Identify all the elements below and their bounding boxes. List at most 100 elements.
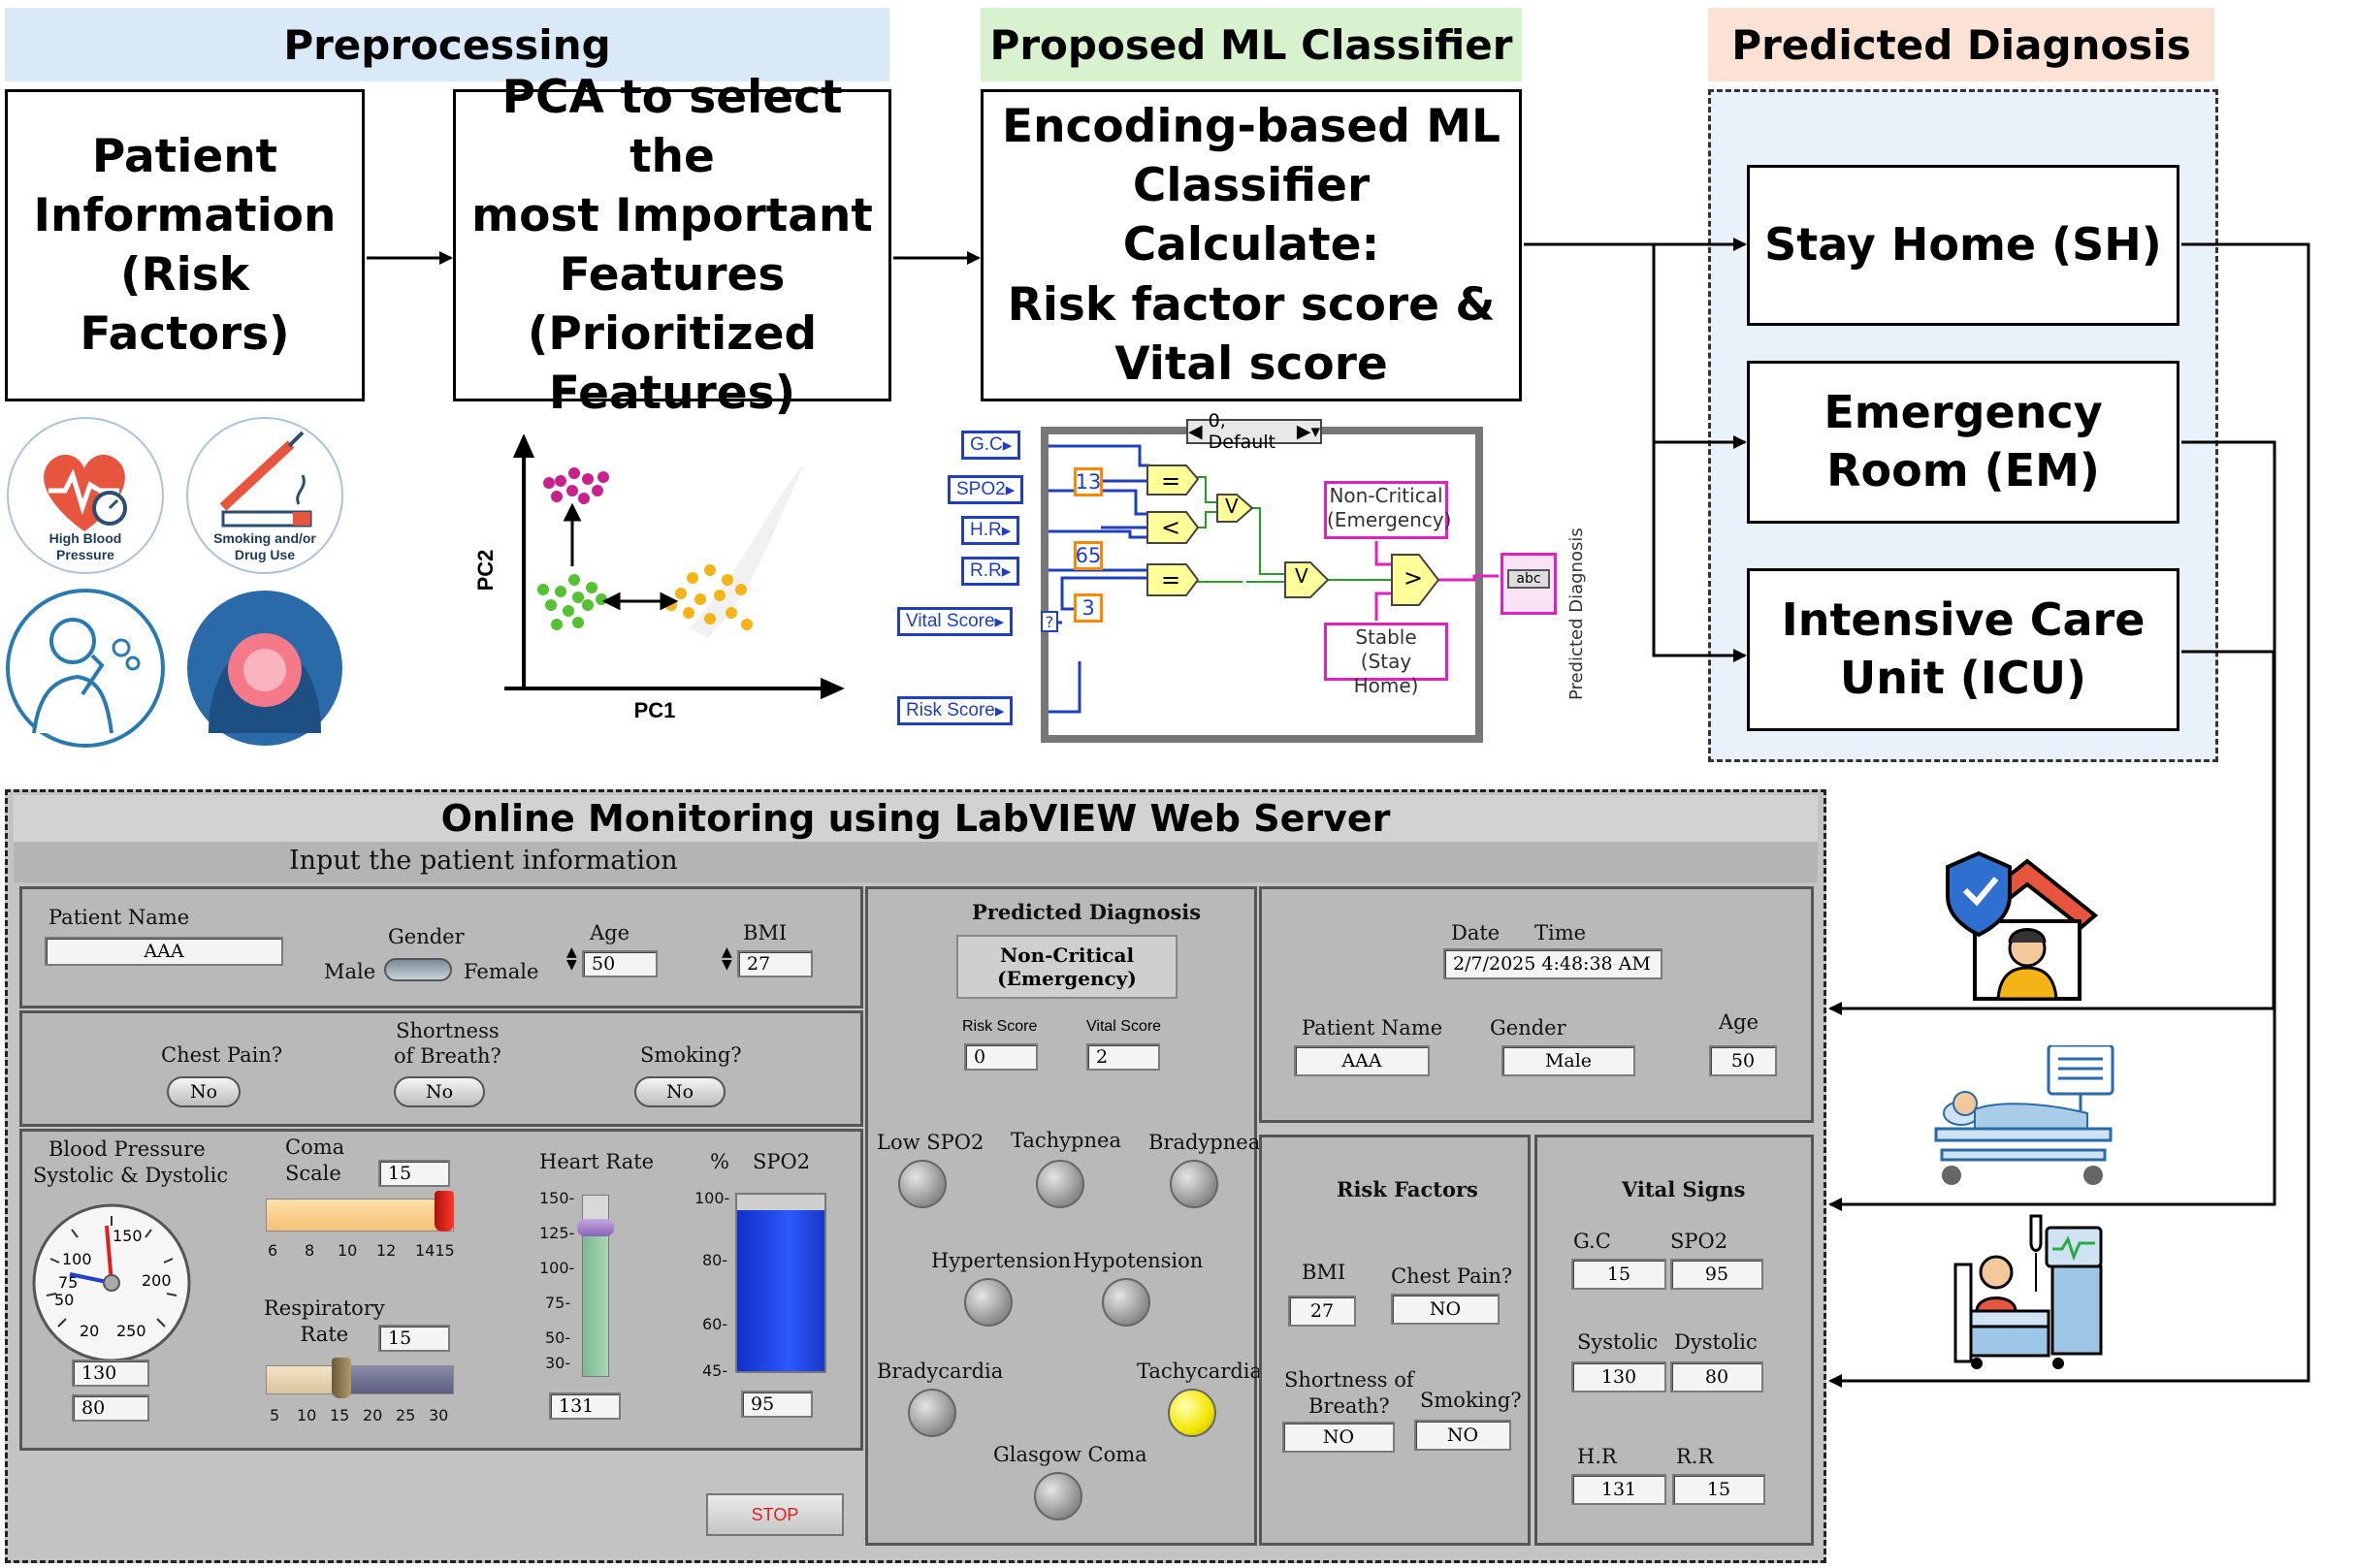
terminal-hr[interactable]: H.R▸ — [961, 516, 1020, 545]
heart-rate-input[interactable]: 131 — [549, 1392, 621, 1420]
predicted-diagnosis-vertical-label: Predicted Diagnosis — [1565, 516, 1592, 710]
compare-equal-icon: = — [1161, 566, 1181, 593]
icu-line: Unit (ICU) — [1839, 652, 2087, 704]
terminal-gc-label: G.C — [970, 434, 1003, 455]
terminal-spo2[interactable]: SPO2▸ — [948, 475, 1024, 504]
compare-less-icon: < — [1161, 514, 1181, 541]
patient-info-line: (Risk Factors) — [80, 248, 290, 362]
coma-input[interactable]: 15 — [378, 1160, 450, 1187]
stay-home-box: Stay Home (SH) — [1747, 165, 2179, 326]
chest-pain-toggle[interactable]: No — [167, 1076, 241, 1107]
breath-toggle[interactable]: No — [394, 1076, 485, 1107]
resp-input[interactable]: 15 — [378, 1325, 450, 1352]
constant-13[interactable]: 13 — [1074, 467, 1103, 496]
pca-scatter-plot: PC1 PC2 — [473, 434, 845, 722]
heart-rate-slider-track[interactable] — [577, 1195, 614, 1377]
bmi-spinner-icon[interactable]: ▲▼ — [722, 944, 732, 973]
diagnosis-output-title: Predicted Diagnosis — [972, 900, 1202, 924]
gender-label: Gender — [388, 925, 465, 948]
led-low-spo2 — [898, 1160, 947, 1208]
monitoring-title-bar: Online Monitoring using LabVIEW Web Serv… — [14, 795, 1818, 842]
monitoring-subtitle: Input the patient information — [289, 846, 678, 876]
spo2-tick: 80- — [702, 1251, 728, 1269]
constant-3[interactable]: 3 — [1074, 593, 1103, 623]
age-input[interactable]: 50 — [582, 950, 658, 977]
classifier-line: Vital score — [1114, 336, 1388, 391]
heart-rate-slider-thumb[interactable] — [577, 1219, 614, 1237]
risk-factors-panel — [1259, 1135, 1531, 1546]
coma-slider-track[interactable] — [266, 1199, 454, 1232]
string-noncritical-line: (Emergency) — [1327, 508, 1452, 531]
coma-tick: 10 — [338, 1241, 358, 1260]
hr-tick: 100- — [539, 1259, 575, 1277]
shortness-of-breath-icon — [6, 589, 165, 748]
diagnosis-output-line: (Emergency) — [997, 967, 1137, 990]
string-stable[interactable]: Stable(Stay Home) — [1324, 623, 1448, 697]
diastolic-input[interactable]: 80 — [72, 1394, 149, 1422]
spo2-tick: 60- — [702, 1315, 728, 1333]
preprocessing-header: Preprocessing — [5, 8, 889, 81]
heart-rate-slider-fill — [583, 1228, 608, 1376]
stop-label: STOP — [751, 1504, 799, 1524]
led-tachypnea — [1036, 1160, 1084, 1208]
bmi-input[interactable]: 27 — [737, 950, 813, 977]
coma-slider-thumb[interactable] — [435, 1191, 454, 1232]
risk-factors-title: Risk Factors — [1337, 1177, 1478, 1201]
resp-tick: 20 — [363, 1406, 383, 1424]
terminal-vital-score[interactable]: Vital Score▸ — [897, 607, 1014, 636]
case-next-icon[interactable]: ▶▾ — [1296, 421, 1320, 442]
patient-name-input[interactable]: AAA — [45, 937, 283, 966]
terminal-gc[interactable]: G.C▸ — [961, 431, 1021, 460]
constant-65[interactable]: 65 — [1074, 541, 1103, 570]
hr-tick: 150- — [539, 1189, 575, 1207]
resp-slider-thumb[interactable] — [332, 1358, 351, 1398]
case-prev-icon[interactable]: ◀ — [1188, 421, 1203, 442]
spo2-label: SPO2 — [753, 1150, 811, 1173]
summary-panel — [1259, 886, 1814, 1123]
resp-tick: 15 — [330, 1406, 350, 1424]
systolic-input[interactable]: 130 — [72, 1360, 149, 1387]
bp-label-line: Blood Pressure — [48, 1137, 206, 1161]
summary-age-label: Age — [1719, 1010, 1759, 1034]
or-gate-icon: V — [1225, 495, 1239, 518]
spo2-tank — [735, 1193, 826, 1373]
hr-tick: 75- — [545, 1294, 571, 1312]
gauge-needle-systolic — [105, 1225, 113, 1284]
vital-score-output: 2 — [1086, 1043, 1160, 1071]
resp-slider-track[interactable] — [347, 1365, 454, 1394]
led-label: Hypotension — [1073, 1249, 1204, 1272]
string-noncritical[interactable]: Non-Critical(Emergency) — [1324, 481, 1452, 539]
spo2-tick: 45- — [702, 1361, 728, 1380]
chest-pain-label: Chest Pain? — [161, 1043, 283, 1067]
coma-tick: 1415 — [415, 1241, 455, 1260]
gender-toggle[interactable] — [384, 958, 452, 981]
stop-button[interactable]: STOP — [706, 1493, 844, 1536]
led-label: Low SPO2 — [877, 1131, 984, 1154]
terminal-rr[interactable]: R.R▸ — [961, 557, 1020, 586]
gauge-tick: 100 — [62, 1250, 92, 1268]
spo2-tank-fill — [737, 1210, 824, 1371]
coma-tick: 6 — [268, 1241, 278, 1260]
hr-tick: 30- — [545, 1354, 571, 1372]
vs-dys-label: Dystolic — [1674, 1330, 1758, 1354]
rf-bmi-label: BMI — [1302, 1261, 1346, 1284]
vs-gc: 15 — [1571, 1259, 1666, 1290]
age-spinner-icon[interactable]: ▲▼ — [566, 944, 577, 973]
terminal-risk-score[interactable]: Risk Score▸ — [897, 696, 1014, 725]
breath-label-line: of Breath? — [394, 1044, 501, 1069]
high-bp-label: Pressure — [56, 547, 114, 562]
rf-breath-label-line: Breath? — [1307, 1394, 1390, 1419]
vs-hr: 131 — [1571, 1474, 1666, 1505]
classifier-line: Calculate: — [1122, 218, 1380, 272]
male-label: Male — [324, 960, 376, 983]
summary-gender: Male — [1501, 1045, 1635, 1076]
chest-pain-icon — [187, 591, 342, 746]
emergency-bed-icon — [1934, 1045, 2114, 1185]
smoking-toggle[interactable]: No — [634, 1076, 726, 1107]
spo2-input[interactable]: 95 — [741, 1391, 813, 1418]
